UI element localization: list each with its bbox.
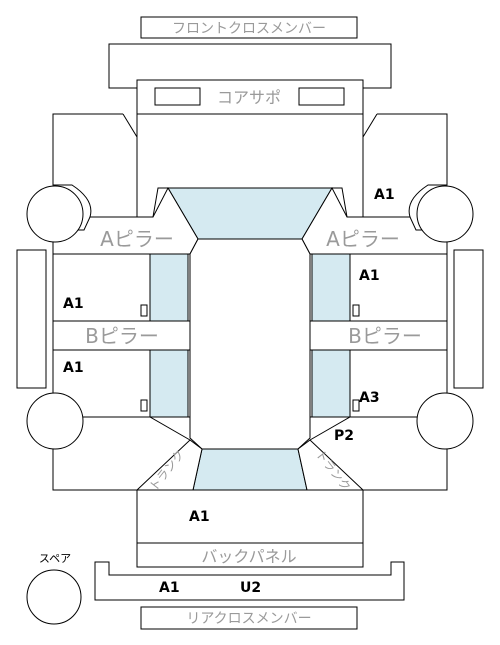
grade-rear-member-left: A1 <box>159 580 180 596</box>
front-cross-member-label: フロントクロスメンバー <box>172 21 326 37</box>
left-rear-door-handle <box>140 399 148 412</box>
spare-tire: スペア <box>26 552 82 625</box>
left-front-door <box>52 253 191 322</box>
core-support-label: コアサポ <box>217 88 281 107</box>
left-front-door-handle <box>140 304 148 317</box>
trunk-hinge-left: トランク <box>135 439 203 494</box>
a-pillar-right-label: Aピラー <box>326 227 400 251</box>
rear-cross-member <box>94 561 405 601</box>
right-front-door-handle <box>352 304 360 317</box>
right-front-door <box>309 253 448 322</box>
b-pillar-left-label: Bピラー <box>85 324 159 348</box>
grade-right-rear-quarter: P2 <box>334 428 354 444</box>
grade-left-rear-door: A1 <box>63 360 84 376</box>
b-pillar-right: Bピラー <box>309 320 448 351</box>
back-panel: バックパネル <box>136 542 364 568</box>
grade-right-front-door: A1 <box>359 268 380 284</box>
right-front-wheel <box>416 185 474 243</box>
grade-trunk: A1 <box>189 509 210 525</box>
rear-cross-member-label: リアクロスメンバー <box>186 611 311 627</box>
left-front-wheel <box>26 185 84 243</box>
grade-right-rear-door: A3 <box>359 390 380 406</box>
trunk-hinge-right: トランク <box>297 439 365 494</box>
left-rear-wheel <box>26 392 84 450</box>
front-cross-member <box>108 43 392 89</box>
right-side-sill <box>453 249 484 389</box>
spare-tire-circle <box>26 569 82 625</box>
right-rear-wheel <box>416 392 474 450</box>
front-cross-member-label-box: フロントクロスメンバー <box>140 16 358 39</box>
right-rear-door-handle <box>352 399 360 412</box>
rear-window <box>192 448 308 491</box>
right-rear-door <box>309 349 448 418</box>
grade-rear-member-right: U2 <box>240 580 261 596</box>
rear-cross-member-label-box: リアクロスメンバー <box>140 606 358 630</box>
cabin-roof <box>189 238 311 450</box>
a-pillar-left: Aピラー <box>52 186 199 255</box>
b-pillar-left: Bピラー <box>52 320 191 351</box>
left-side-sill <box>16 249 47 389</box>
back-panel-label: バックパネル <box>201 547 296 566</box>
core-support: コアサポ <box>136 79 364 115</box>
b-pillar-right-label: Bピラー <box>348 324 422 348</box>
grade-left-front-door: A1 <box>63 296 84 312</box>
trunk-lid <box>136 489 364 544</box>
a-pillar-right: Aピラー <box>301 186 448 255</box>
a-pillar-left-label: Aピラー <box>100 227 174 251</box>
grade-right-front: A1 <box>374 187 395 203</box>
spare-label: スペア <box>39 552 71 565</box>
